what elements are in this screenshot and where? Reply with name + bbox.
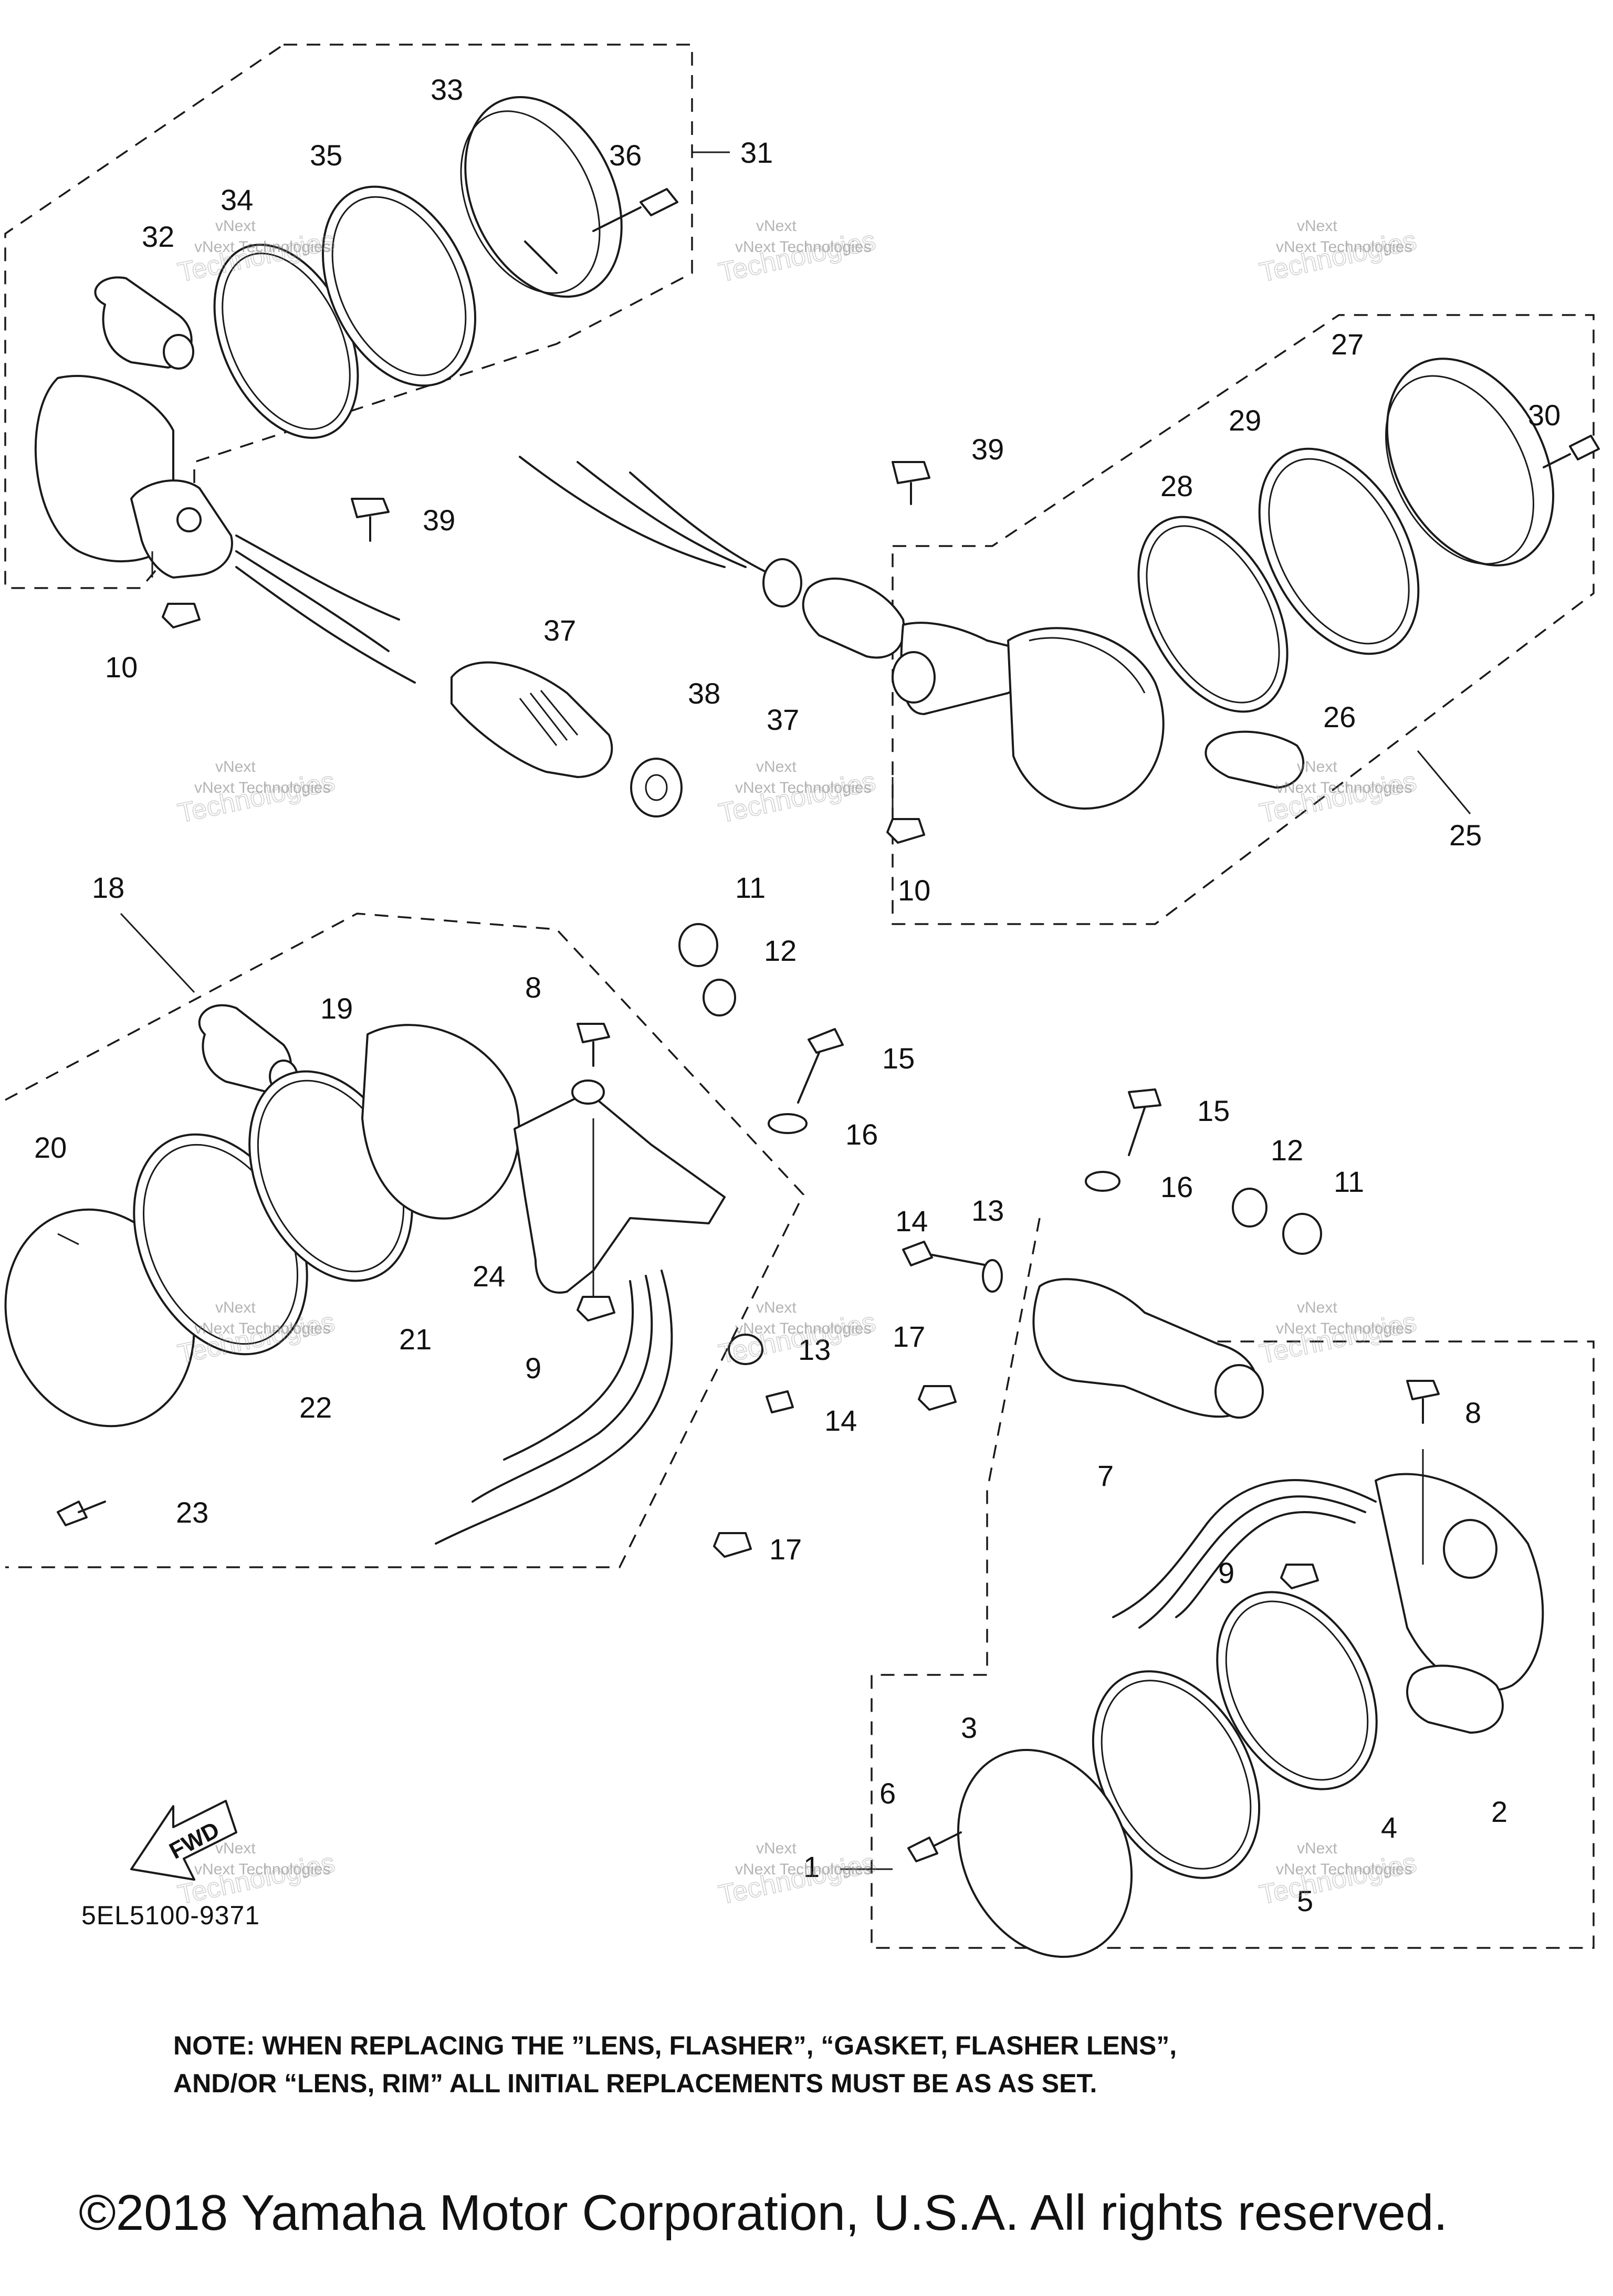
svg-text:vNext Technologies: vNext Technologies bbox=[194, 1861, 331, 1878]
callout-39a: 39 bbox=[423, 504, 455, 537]
svg-text:vNext Technologies: vNext Technologies bbox=[735, 779, 872, 796]
svg-text:vNext: vNext bbox=[215, 217, 256, 235]
callout-17b: 17 bbox=[769, 1533, 802, 1566]
callout-32: 32 bbox=[142, 220, 174, 253]
svg-text:vNext: vNext bbox=[756, 758, 797, 775]
callout-37b: 37 bbox=[767, 703, 799, 736]
callout-8b: 8 bbox=[1465, 1396, 1481, 1429]
callout-20: 20 bbox=[34, 1131, 67, 1164]
callout-11a: 11 bbox=[735, 871, 766, 904]
callout-12b: 12 bbox=[1271, 1134, 1303, 1167]
callout-36: 36 bbox=[609, 139, 642, 172]
callout-7: 7 bbox=[1097, 1459, 1114, 1492]
svg-text:vNext Technologies: vNext Technologies bbox=[194, 238, 331, 256]
lamp-assembly-31 bbox=[35, 96, 683, 817]
callout-15b: 15 bbox=[1197, 1094, 1230, 1127]
callout-30: 30 bbox=[1528, 399, 1560, 432]
callout-14a: 14 bbox=[824, 1404, 857, 1437]
callout-14b: 14 bbox=[895, 1204, 928, 1238]
svg-text:Technologies: Technologies bbox=[716, 1848, 878, 1911]
callout-13b: 13 bbox=[971, 1194, 1004, 1227]
svg-text:vNext: vNext bbox=[756, 1299, 797, 1316]
callout-18: 18 bbox=[92, 871, 124, 904]
callout-4: 4 bbox=[1381, 1811, 1397, 1844]
callout-24: 24 bbox=[473, 1260, 505, 1293]
drawing-code: 5EL5100-9371 bbox=[81, 1901, 260, 1930]
callout-10a: 10 bbox=[105, 651, 138, 684]
svg-text:Technologies: Technologies bbox=[1257, 225, 1419, 288]
lamp-assembly-18 bbox=[4, 923, 844, 1558]
callout-21: 21 bbox=[399, 1323, 432, 1356]
svg-text:vNext Technologies: vNext Technologies bbox=[1276, 1320, 1412, 1337]
callout-22: 22 bbox=[299, 1391, 332, 1424]
callout-29: 29 bbox=[1229, 404, 1261, 437]
svg-text:Technologies: Technologies bbox=[716, 1307, 878, 1370]
callout-9a: 9 bbox=[525, 1351, 541, 1385]
callout-23: 23 bbox=[176, 1496, 208, 1529]
svg-text:Technologies: Technologies bbox=[1257, 1848, 1419, 1911]
svg-text:Technologies: Technologies bbox=[1257, 1307, 1419, 1370]
callout-26: 26 bbox=[1323, 700, 1356, 733]
lamp-assembly-25 bbox=[519, 358, 1600, 844]
callout-25: 25 bbox=[1449, 819, 1482, 852]
svg-text:vNext: vNext bbox=[215, 1299, 256, 1316]
svg-text:Technologies: Technologies bbox=[175, 766, 338, 829]
callout-39b: 39 bbox=[971, 433, 1004, 466]
callout-6: 6 bbox=[879, 1777, 896, 1810]
svg-text:Technologies: Technologies bbox=[716, 225, 878, 288]
callout-35: 35 bbox=[310, 139, 342, 172]
svg-text:vNext Technologies: vNext Technologies bbox=[194, 779, 331, 796]
callout-27: 27 bbox=[1331, 328, 1364, 361]
callout-5: 5 bbox=[1297, 1884, 1313, 1917]
svg-text:vNext: vNext bbox=[1297, 1299, 1337, 1316]
svg-text:vNext Technologies: vNext Technologies bbox=[194, 1320, 331, 1337]
callout-28: 28 bbox=[1160, 469, 1193, 502]
svg-text:vNext: vNext bbox=[1297, 758, 1337, 775]
callout-12a: 12 bbox=[764, 934, 797, 967]
callout-37a: 37 bbox=[543, 614, 576, 647]
leader-lines bbox=[120, 151, 1471, 1870]
callout-31: 31 bbox=[740, 136, 773, 169]
callout-15a: 15 bbox=[882, 1042, 915, 1075]
callout-17a: 17 bbox=[893, 1320, 925, 1353]
callout-11b: 11 bbox=[1334, 1165, 1364, 1198]
replacement-note: NOTE: WHEN REPLACING THE ”LENS, FLASHER”… bbox=[173, 2031, 1177, 2098]
watermarks: vNext vNext Technologies Technologies vN… bbox=[175, 217, 1420, 1911]
svg-text:vNext: vNext bbox=[756, 217, 797, 235]
callout-19: 19 bbox=[320, 992, 353, 1025]
svg-text:vNext Technologies: vNext Technologies bbox=[735, 1320, 872, 1337]
svg-text:vNext Technologies: vNext Technologies bbox=[1276, 1861, 1412, 1878]
callout-9b: 9 bbox=[1218, 1556, 1234, 1589]
callout-34: 34 bbox=[221, 183, 253, 216]
callout-10b: 10 bbox=[898, 874, 930, 907]
svg-text:vNext: vNext bbox=[1297, 217, 1337, 235]
callout-3: 3 bbox=[961, 1711, 977, 1744]
callout-33: 33 bbox=[431, 73, 463, 106]
callout-16b: 16 bbox=[1160, 1170, 1193, 1203]
callout-8a: 8 bbox=[525, 971, 541, 1004]
svg-text:Technologies: Technologies bbox=[716, 766, 878, 829]
svg-text:vNext Technologies: vNext Technologies bbox=[735, 1861, 872, 1878]
callout-1: 1 bbox=[803, 1850, 820, 1883]
callout-13a: 13 bbox=[798, 1333, 831, 1366]
svg-text:vNext: vNext bbox=[215, 1840, 256, 1857]
svg-text:vNext Technologies: vNext Technologies bbox=[1276, 779, 1412, 796]
callout-38: 38 bbox=[688, 677, 720, 710]
svg-text:vNext: vNext bbox=[1297, 1840, 1337, 1857]
callout-16a: 16 bbox=[845, 1118, 878, 1151]
svg-text:vNext Technologies: vNext Technologies bbox=[1276, 238, 1412, 256]
lamp-assembly-1 bbox=[902, 1088, 1544, 1958]
svg-text:vNext: vNext bbox=[756, 1840, 797, 1857]
svg-text:vNext: vNext bbox=[215, 758, 256, 775]
copyright-text: ©2018 Yamaha Motor Corporation, U.S.A. A… bbox=[79, 2185, 1448, 2241]
callout-2: 2 bbox=[1491, 1795, 1507, 1828]
svg-text:vNext Technologies: vNext Technologies bbox=[735, 238, 872, 256]
callout-numbers: 1 2 3 4 5 6 7 8 8 9 9 10 10 11 11 12 12 … bbox=[34, 73, 1560, 1917]
